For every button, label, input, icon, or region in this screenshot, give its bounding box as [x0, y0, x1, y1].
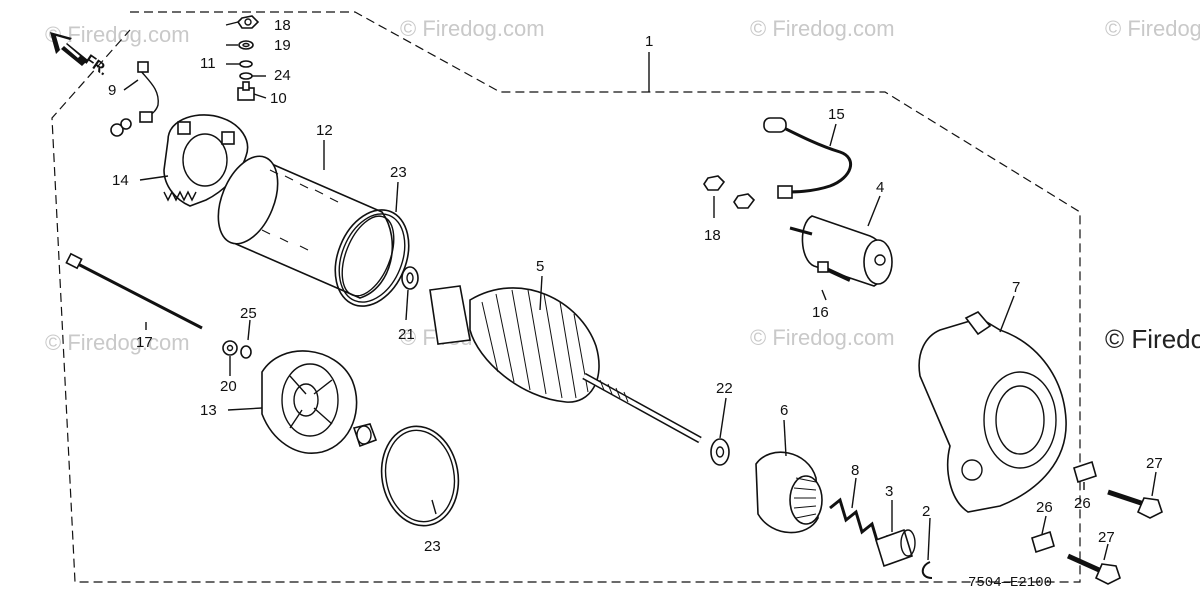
watermark: © Firedog.com — [750, 16, 895, 41]
watermark: © Firedog.com — [45, 22, 190, 47]
callout-23: 23 — [390, 164, 407, 181]
callout-11: 11 — [200, 55, 216, 72]
callout-18-right: 18 — [704, 227, 721, 244]
callout-3: 3 — [885, 483, 893, 500]
callout-16: 16 — [812, 304, 829, 321]
part-oring-23-lower — [380, 425, 460, 527]
callout-14: 14 — [112, 172, 129, 189]
callout-26-lower: 26 — [1036, 499, 1053, 516]
callout-17: 17 — [136, 334, 153, 351]
part-terminal-10 — [237, 81, 255, 101]
part-oring-23-lower-inner — [384, 429, 456, 523]
callout-1: 1 — [645, 33, 653, 50]
part-spring-8 — [829, 497, 889, 547]
part-starter-cable-15 — [763, 117, 853, 199]
part-washer-19 — [238, 40, 254, 50]
part-oring-24 — [239, 72, 253, 80]
part-oring-23-inner — [338, 213, 406, 303]
part-bolt-27 — [1066, 489, 1163, 585]
callout-12: 12 — [316, 122, 333, 139]
part-through-bolt-17 — [65, 252, 203, 330]
part-dowel-26 — [1031, 460, 1097, 554]
part-yoke-12 — [217, 155, 395, 299]
callout-4: 4 — [876, 179, 884, 196]
callout-18: 18 — [274, 17, 291, 34]
part-washer-11 — [239, 60, 253, 68]
callout-26: 26 — [1074, 495, 1091, 512]
callout-22: 22 — [716, 380, 733, 397]
watermark: © Firedog.com — [45, 330, 190, 355]
callout-2: 2 — [922, 503, 930, 520]
callout-27-lower: 27 — [1098, 529, 1115, 546]
part-brush-spring — [110, 118, 132, 137]
part-armature-5 — [429, 285, 702, 444]
callout-25: 25 — [240, 305, 257, 322]
callout-23-lower: 23 — [424, 538, 441, 555]
callout-20: 20 — [220, 378, 237, 395]
part-bushing — [352, 423, 378, 448]
callout-19: 19 — [274, 37, 291, 54]
callout-5: 5 — [536, 258, 544, 275]
leader-lines — [123, 21, 1157, 561]
callout-13: 13 — [200, 402, 217, 419]
part-washer-21 — [401, 266, 419, 290]
callout-6: 6 — [780, 402, 788, 419]
callout-15: 15 — [828, 106, 845, 123]
callout-9: 9 — [108, 82, 116, 99]
callout-24: 24 — [274, 67, 291, 84]
part-oring-25 — [240, 345, 252, 359]
assembly-boundary — [51, 11, 1081, 583]
watermark: © Firedog.com — [400, 16, 545, 41]
part-nut-18 — [236, 15, 260, 29]
part-front-bracket-7 — [918, 311, 1067, 513]
part-rear-cover-13 — [261, 350, 358, 454]
watermark-right: © Firedo — [1105, 324, 1200, 354]
part-washer-22 — [710, 438, 730, 466]
watermark: © Firedog.com — [750, 325, 895, 350]
part-snap-ring-2 — [921, 561, 933, 579]
callout-10: 10 — [270, 90, 287, 107]
part-bolt-16 — [817, 261, 851, 282]
callout-8: 8 — [851, 462, 859, 479]
callout-27: 27 — [1146, 455, 1163, 472]
part-brush-lead-9 — [137, 61, 159, 123]
watermark: © Firedog.com — [1105, 16, 1200, 41]
part-washer-20 — [222, 340, 238, 356]
callout-21: 21 — [398, 326, 415, 343]
callout-7: 7 — [1012, 279, 1020, 296]
forward-arrow-icon — [50, 32, 88, 66]
diagram-code: 7504—E2100 — [968, 575, 1052, 591]
part-nut-18-right — [703, 175, 756, 209]
part-collar-3 — [875, 528, 916, 568]
part-pinion-gear-6 — [755, 451, 823, 534]
